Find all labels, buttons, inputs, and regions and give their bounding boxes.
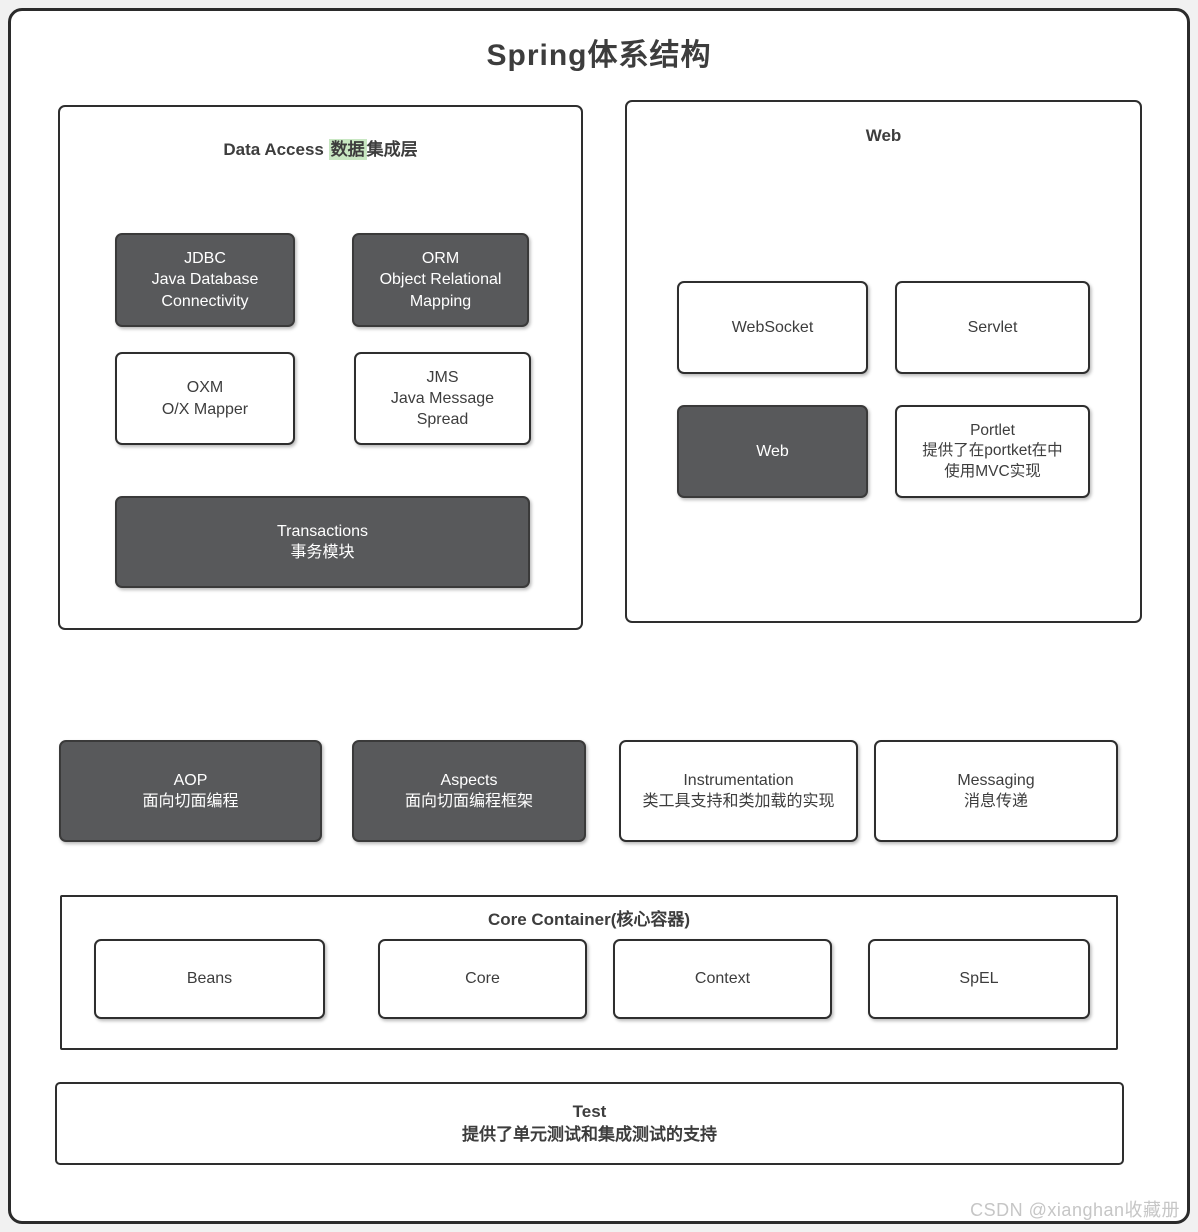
core-container-title: Core Container(核心容器) xyxy=(487,910,691,929)
orm-box: ORM Object Relational Mapping xyxy=(352,233,529,327)
data-access-title-prefix: Data Access xyxy=(223,140,329,159)
aspects-box: Aspects 面向切面编程框架 xyxy=(352,740,586,842)
transactions-label: Transactions 事务模块 xyxy=(277,522,368,561)
transactions-box: Transactions 事务模块 xyxy=(115,496,530,588)
jms-label: JMS Java Message Spread xyxy=(390,368,495,429)
web-panel-title: Web xyxy=(865,126,902,145)
oxm-box: OXM O/X Mapper xyxy=(115,352,295,445)
core-container-panel: Core Container(核心容器) Beans Core Context … xyxy=(60,895,1118,1050)
portlet-label: Portlet 提供了在portket在中 使用MVC实现 xyxy=(922,421,1063,480)
beans-box: Beans xyxy=(94,939,325,1019)
servlet-box: Servlet xyxy=(895,281,1090,374)
portlet-box: Portlet 提供了在portket在中 使用MVC实现 xyxy=(895,405,1090,498)
jms-box: JMS Java Message Spread xyxy=(354,352,531,445)
oxm-label: OXM O/X Mapper xyxy=(161,379,249,418)
instrumentation-label: Instrumentation 类工具支持和类加载的实现 xyxy=(642,771,835,810)
spel-box: SpEL xyxy=(868,939,1090,1019)
data-access-title-suffix: 集成层 xyxy=(366,140,418,159)
web-label: Web xyxy=(756,442,789,460)
aop-label: AOP 面向切面编程 xyxy=(142,771,239,810)
context-label: Context xyxy=(694,970,751,988)
page-title: Spring体系结构 xyxy=(486,39,712,72)
orm-label: ORM Object Relational Mapping xyxy=(379,250,502,310)
core-label: Core xyxy=(465,970,500,988)
web-panel: Web WebSocket Servlet Web Portlet 提供了在po… xyxy=(625,100,1142,623)
watermark: CSDN @xianghan收藏册 xyxy=(970,1200,1180,1220)
instrumentation-box: Instrumentation 类工具支持和类加载的实现 xyxy=(619,740,858,842)
data-access-panel: Data Access 数据集成层 JDBC Java Database Con… xyxy=(58,105,583,630)
data-access-panel-title: Data Access 数据集成层 xyxy=(60,135,581,160)
test-box: Test 提供了单元测试和集成测试的支持 xyxy=(55,1082,1124,1165)
jdbc-box: JDBC Java Database Connectivity xyxy=(115,233,295,327)
core-box: Core xyxy=(378,939,587,1019)
data-access-title-highlight: 数据 xyxy=(328,139,367,160)
aop-box: AOP 面向切面编程 xyxy=(59,740,322,842)
beans-label: Beans xyxy=(186,970,233,988)
jdbc-label: JDBC Java Database Connectivity xyxy=(151,250,259,310)
servlet-label: Servlet xyxy=(967,318,1018,336)
messaging-box: Messaging 消息传递 xyxy=(874,740,1118,842)
spel-label: SpEL xyxy=(959,970,999,988)
websocket-box: WebSocket xyxy=(677,281,868,374)
messaging-label: Messaging 消息传递 xyxy=(957,771,1035,810)
context-box: Context xyxy=(613,939,832,1019)
websocket-label: WebSocket xyxy=(731,318,814,336)
test-label: Test 提供了单元测试和集成测试的支持 xyxy=(462,1102,717,1144)
web-box: Web xyxy=(677,405,868,498)
aspects-label: Aspects 面向切面编程框架 xyxy=(404,771,533,810)
